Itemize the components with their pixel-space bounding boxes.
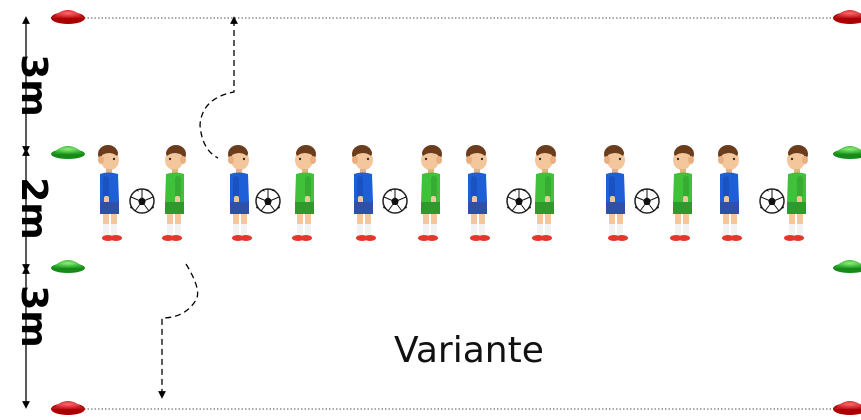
player-blue-3 bbox=[352, 145, 376, 241]
dimension-label-bottom: 3m bbox=[12, 285, 54, 348]
cone-red-top-right bbox=[833, 10, 861, 24]
player-green-1 bbox=[162, 145, 186, 241]
player-green-6 bbox=[784, 145, 808, 241]
cone-green-upper-right bbox=[833, 146, 861, 159]
run-path-upper bbox=[199, 16, 238, 159]
player-green-5 bbox=[670, 145, 694, 241]
player-green-2 bbox=[292, 145, 316, 241]
cone-green-upper-left bbox=[51, 146, 85, 159]
cone-red-top-left bbox=[51, 10, 85, 24]
player-blue-6 bbox=[718, 145, 742, 241]
player-blue-2 bbox=[228, 145, 252, 241]
ball-4 bbox=[506, 188, 532, 214]
cone-red-bottom-right bbox=[833, 401, 861, 415]
player-green-3 bbox=[418, 145, 442, 241]
player-blue-5 bbox=[604, 145, 628, 241]
ball-2 bbox=[255, 188, 281, 214]
diagram-title: Variante bbox=[394, 330, 544, 371]
dimension-label-top: 3m bbox=[12, 54, 54, 117]
ball-1 bbox=[129, 188, 155, 214]
cone-green-lower-left bbox=[51, 260, 85, 273]
cone-red-bottom-left bbox=[51, 401, 85, 415]
ball-5 bbox=[634, 188, 660, 214]
player-blue-1 bbox=[98, 145, 122, 241]
player-green-4 bbox=[532, 145, 556, 241]
cone-green-lower-right bbox=[833, 260, 861, 273]
run-path-lower bbox=[158, 263, 199, 399]
ball-6 bbox=[759, 188, 785, 214]
ball-3 bbox=[382, 188, 408, 214]
dimension-label-middle: 2m bbox=[12, 177, 54, 240]
player-blue-4 bbox=[466, 145, 490, 241]
